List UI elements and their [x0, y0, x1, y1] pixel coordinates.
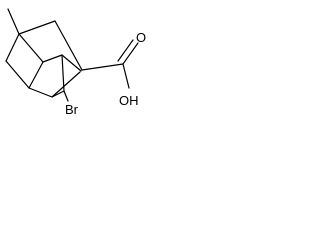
carbonyl-bond-inner	[117, 39, 134, 62]
chemical-structure-diagram: O OH Br	[5, 8, 146, 117]
carbonyl-bond-outer	[122, 42, 139, 65]
bond-c6-c3	[51, 71, 81, 98]
bond-c3-carboxyl	[81, 63, 124, 71]
bond-lines	[5, 8, 139, 102]
bond-c2-c3	[54, 20, 83, 71]
bond-c5-c6	[28, 87, 53, 98]
bromine-label: Br	[65, 102, 79, 117]
methyl-bond	[7, 8, 20, 35]
bond-c7-c8	[42, 54, 63, 63]
bond-c1-c7	[18, 33, 44, 63]
bromine-bond	[63, 90, 69, 102]
oxygen-label: O	[136, 30, 146, 45]
hydroxyl-bond	[122, 63, 130, 89]
bond-c6-c9	[51, 90, 65, 98]
bond-c4-c5	[5, 60, 30, 89]
bond-c1-c4	[5, 33, 20, 62]
bond-c8-c3	[61, 54, 82, 72]
bond-c5-c7	[28, 61, 44, 89]
hydroxyl-label: OH	[119, 93, 139, 108]
structure-canvas: O OH Br	[0, 0, 161, 119]
bond-c1-c2	[18, 20, 56, 35]
bond-c8-c9	[61, 54, 65, 92]
